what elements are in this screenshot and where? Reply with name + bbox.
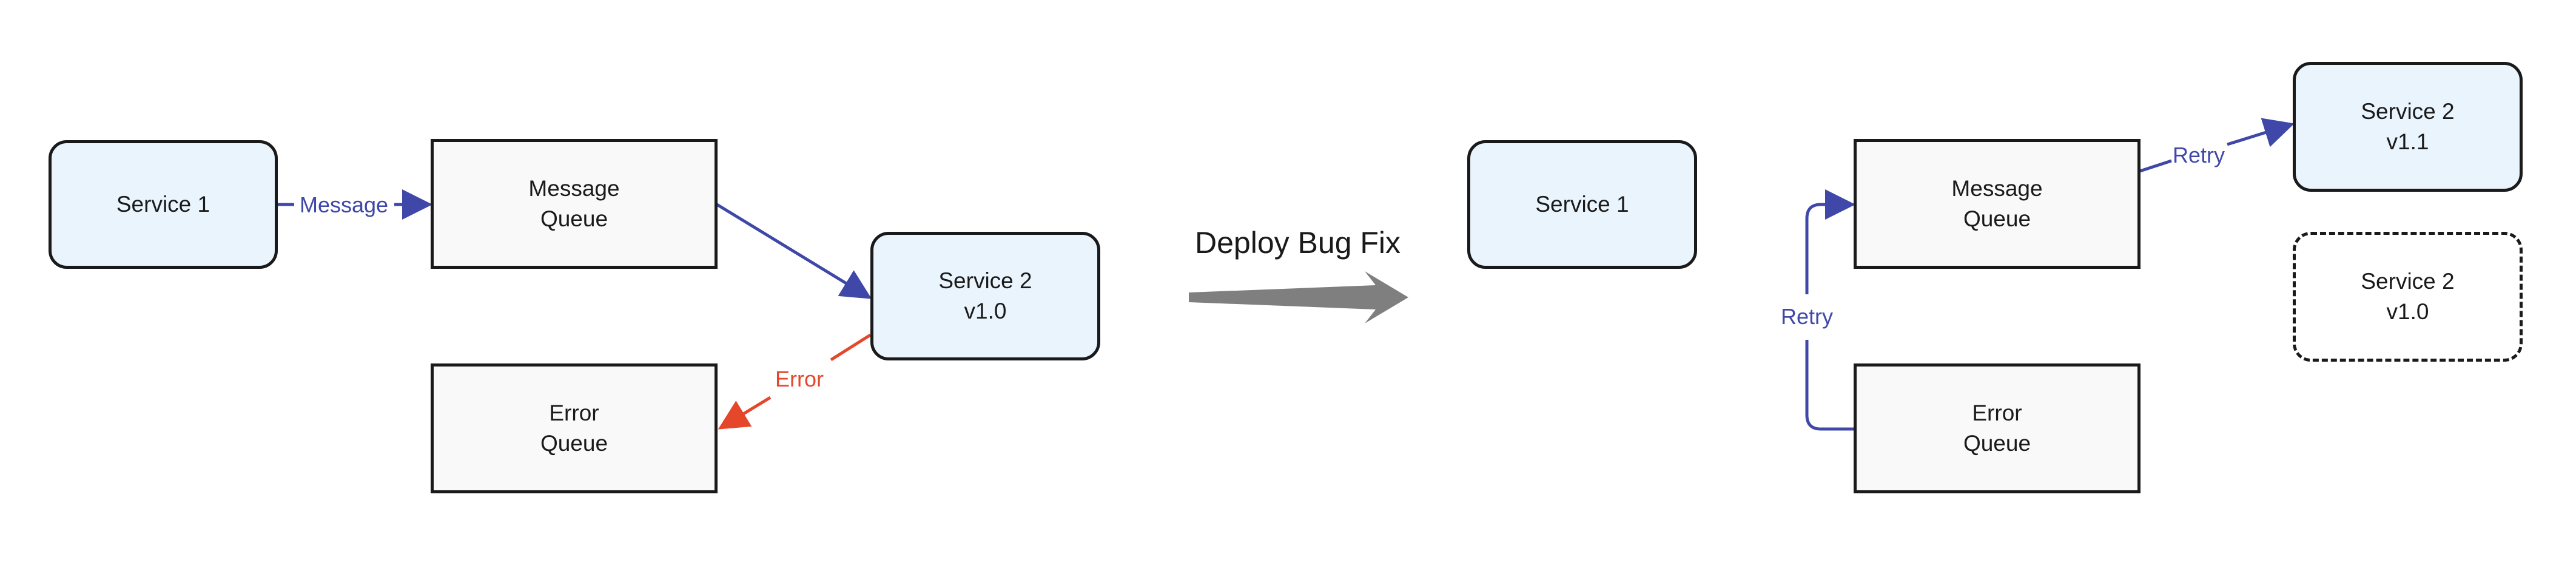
edge-queue-to-service2	[716, 203, 872, 299]
after-service-1: Service 1	[1467, 140, 1697, 269]
edge-error-a	[830, 333, 872, 362]
edge-retry-from-error-label: Retry	[1781, 304, 1833, 329]
after-service-2-v1-0-retired: Service 2 v1.0	[2293, 232, 2523, 362]
before-error-queue: Error Queue	[431, 363, 718, 493]
after-service-2-v1-1: Service 2 v1.1	[2293, 62, 2523, 192]
edge-retry-to-service-label: Retry	[2173, 143, 2225, 167]
after-message-queue: Message Queue	[1854, 139, 2141, 269]
edge-error-label: Error	[775, 367, 824, 391]
edge-retry-to-service-b	[2227, 118, 2295, 147]
before-service-1: Service 1	[49, 140, 278, 269]
edge-retry-from-error-a	[1805, 340, 1854, 431]
edge-retry-to-service-a	[2139, 159, 2172, 173]
deploy-arrow-icon	[1189, 271, 1408, 323]
edge-message-label: Message	[300, 192, 388, 217]
deploy-bug-fix-label: Deploy Bug Fix	[1195, 226, 1401, 260]
before-message-queue: Message Queue	[431, 139, 718, 269]
edge-error-b	[718, 396, 772, 430]
before-service-2-v1-0: Service 2 v1.0	[870, 232, 1100, 360]
edge-retry-from-error-b	[1805, 189, 1855, 294]
after-error-queue: Error Queue	[1854, 363, 2141, 493]
